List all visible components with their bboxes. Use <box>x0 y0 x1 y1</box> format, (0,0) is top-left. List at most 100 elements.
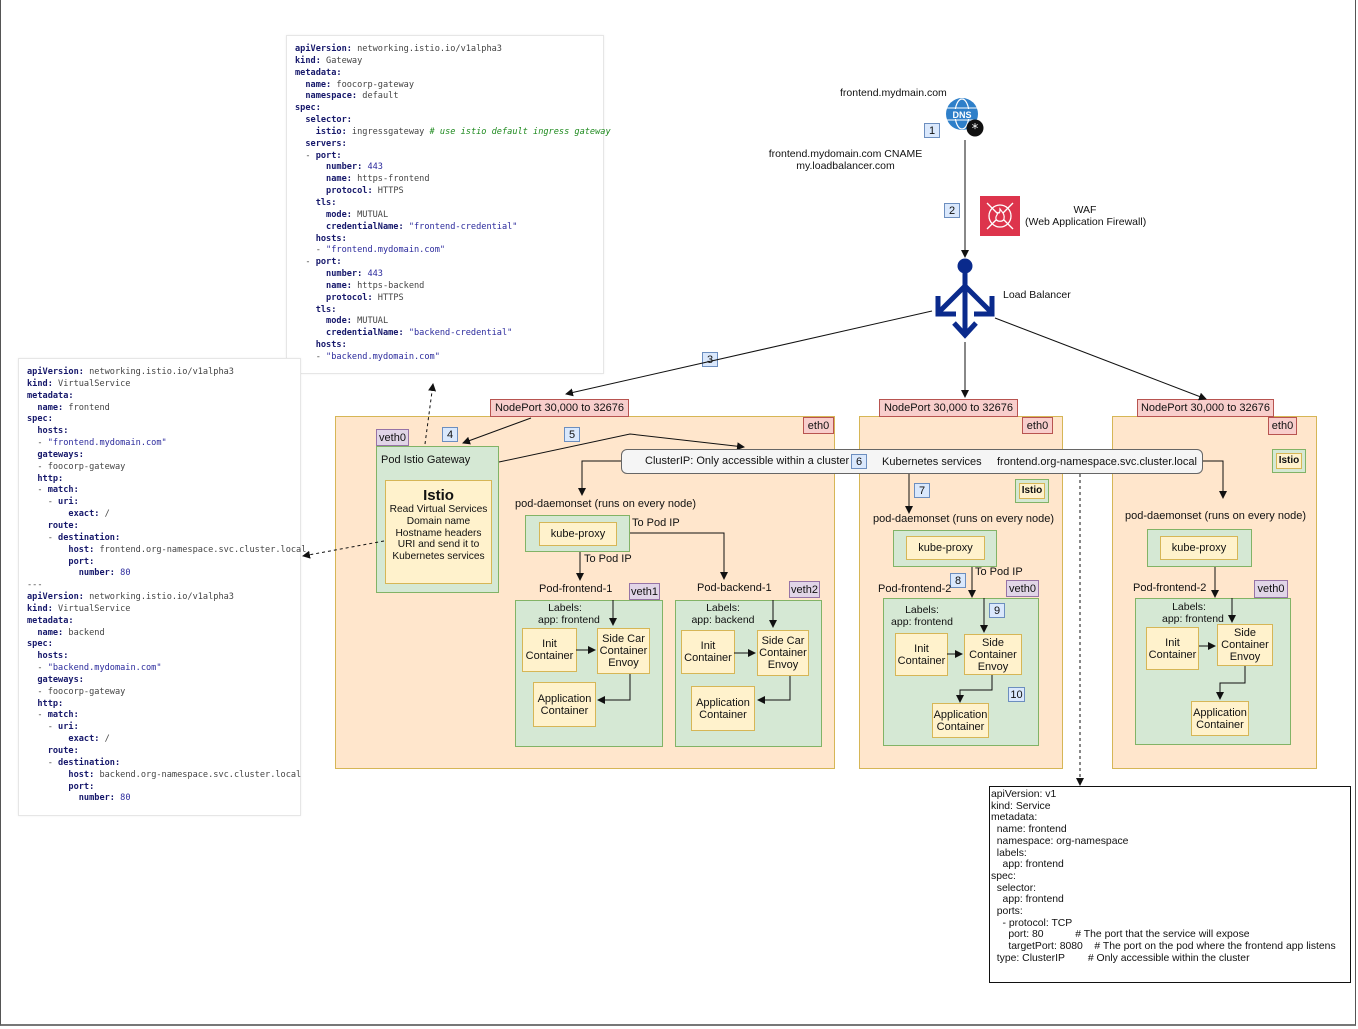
yaml-line: http: <box>37 473 64 484</box>
istio-badge-2-label: Istio <box>1019 483 1045 499</box>
yaml-line: name: foocorp-gateway <box>305 79 415 90</box>
yaml-line: - foocorp-gateway <box>27 686 126 697</box>
step-6-badge: 6 <box>851 454 867 469</box>
yaml-line: kind: VirtualService <box>27 378 131 389</box>
eth0-tag-2: eth0 <box>1022 417 1053 434</box>
yaml-line: - "frontend.mydomain.com" <box>27 438 167 449</box>
pod-frontend-2-node3: Labels: app: frontend Init Container Sid… <box>1135 598 1291 745</box>
load-balancer-icon <box>930 256 1000 346</box>
yaml-line: name: https-frontend <box>326 174 430 185</box>
daemonset-label-3: pod-daemonset (runs on every node) <box>1125 510 1306 522</box>
kube-proxy-3: kube-proxy <box>1160 536 1238 560</box>
yaml-line: kind: VirtualService <box>27 603 131 614</box>
pod-frontend-1-labels: Labels: app: frontend <box>538 602 600 626</box>
pod-frontend-2-labels-node2: Labels: app: frontend <box>891 604 953 628</box>
load-balancer-label: Load Balancer <box>1003 289 1071 301</box>
sidecar-envoy-4: Side Container Envoy <box>1217 624 1273 666</box>
yaml-line: gateways: <box>37 674 84 685</box>
yaml-line: apiVersion: networking.istio.io/v1alpha3 <box>27 367 234 377</box>
cname-line-1: frontend.mydomain.com CNAME <box>768 148 923 160</box>
daemonset-pod-2: kube-proxy <box>893 530 997 567</box>
istio-title: Istio <box>423 487 454 504</box>
yaml-line: port: <box>68 781 95 792</box>
yaml-line: number: 443 <box>326 162 383 173</box>
pod-frontend-1: Labels: app: frontend Init Container Sid… <box>515 600 663 747</box>
app-container-3: Application Container <box>932 703 989 738</box>
step-7-badge: 7 <box>914 483 930 498</box>
veth0-tag-node3: veth0 <box>1254 580 1288 598</box>
yaml-line: - uri: <box>27 722 79 733</box>
yaml-line: host: frontend.org-namespace.svc.cluster… <box>68 544 307 555</box>
yaml-line: servers: <box>305 138 347 149</box>
istio-description: Read Virtual Services Domain name Hostna… <box>389 504 488 563</box>
yaml-line: spec: <box>295 103 321 114</box>
pod-frontend-2-labels-node3: Labels: app: frontend <box>1162 601 1224 625</box>
eth0-tag-1: eth0 <box>803 417 834 434</box>
yaml-line: spec: <box>27 639 53 650</box>
kubernetes-services-label: Kubernetes services <box>882 456 982 468</box>
clusterip-label: ClusterIP: Only accessible within a clus… <box>645 455 850 467</box>
app-container-2: Application Container <box>691 686 755 731</box>
yaml-line: - port: <box>295 257 342 268</box>
yaml-line: apiVersion: networking.istio.io/v1alpha3 <box>295 44 502 54</box>
yaml-line: kind: Gateway <box>295 55 363 66</box>
pod-frontend-1-name: Pod-frontend-1 <box>539 583 613 595</box>
dns-icon: DNS * <box>944 97 984 137</box>
yaml-line: - match: <box>27 485 79 496</box>
yaml-line: - "backend.mydomain.com" <box>295 351 440 362</box>
yaml-line: metadata: <box>295 67 342 78</box>
yaml-line: apiVersion: networking.istio.io/v1alpha3 <box>27 592 234 603</box>
to-pod-ip-label-1a: To Pod IP <box>632 517 680 529</box>
step-5-badge: 5 <box>564 427 580 442</box>
step-3-badge: 3 <box>702 352 718 367</box>
yaml-line: hosts: <box>37 651 69 662</box>
nodeport-tag-2: NodePort 30,000 to 32676 <box>879 399 1018 417</box>
yaml-line: name: frontend <box>37 402 110 413</box>
yaml-line: exact: / <box>68 734 110 745</box>
cname-line-2: my.loadbalancer.com <box>796 160 895 172</box>
pod-backend-1-name: Pod-backend-1 <box>697 582 772 594</box>
pod-frontend-2-node2: 9 Labels: app: frontend Init Container S… <box>883 598 1039 746</box>
pod-frontend-2-name-node3: Pod-frontend-2 <box>1133 582 1207 594</box>
waf-label: WAF (Web Application Firewall) <box>1025 204 1147 228</box>
step-9-badge: 9 <box>989 603 1005 618</box>
yaml-line: hosts: <box>315 233 347 244</box>
waf-subtitle: (Web Application Firewall) <box>1025 216 1147 228</box>
yaml-line: - foocorp-gateway <box>27 461 126 472</box>
waf-icon <box>980 196 1020 236</box>
yaml-line: istio: ingressgateway # use istio defaul… <box>315 126 611 137</box>
init-container-2: Init Container <box>681 630 735 674</box>
service-fqdn-label: frontend.org-namespace.svc.cluster.local <box>997 456 1197 468</box>
yaml-line: exact: / <box>68 509 110 520</box>
eth0-tag-3: eth0 <box>1268 417 1297 435</box>
step-10-badge: 10 <box>1008 687 1025 702</box>
init-container-1: Init Container <box>522 628 577 672</box>
step-8-badge: 8 <box>950 573 966 588</box>
yaml-line: namespace: default <box>305 91 399 102</box>
pod-istio-gateway: Pod Istio Gateway Istio Read Virtual Ser… <box>376 446 499 593</box>
yaml-line: - "frontend.mydomain.com" <box>295 245 446 256</box>
yaml-line: number: 443 <box>326 269 383 280</box>
yaml-line: gateways: <box>37 449 84 460</box>
init-container-4: Init Container <box>1146 627 1199 670</box>
yaml-line: selector: <box>305 115 352 126</box>
yaml-line: port: <box>68 556 95 567</box>
pod-backend-1: Labels: app: backend Init Container Side… <box>675 600 822 747</box>
daemonset-pod-1: kube-proxy <box>525 515 630 552</box>
kube-proxy-1: kube-proxy <box>539 522 617 546</box>
to-pod-ip-label-1b: To Pod IP <box>584 553 632 565</box>
veth0-tag-node2: veth0 <box>1006 580 1039 597</box>
dns-domain-label: frontend.mydmain.com <box>840 87 947 99</box>
yaml-line: - match: <box>27 710 79 721</box>
service-yaml-card: apiVersion: v1 kind: Service metadata: n… <box>989 786 1351 983</box>
yaml-line: protocol: HTTPS <box>326 292 404 303</box>
yaml-line: - "backend.mydomain.com" <box>27 663 162 674</box>
yaml-line: - destination: <box>27 757 121 768</box>
nodeport-tag-1: NodePort 30,000 to 32676 <box>490 399 629 417</box>
yaml-line: protocol: HTTPS <box>326 186 404 197</box>
sidecar-envoy-1: Side Car Container Envoy <box>597 628 650 674</box>
daemonset-label-1: pod-daemonset (runs on every node) <box>515 498 696 510</box>
yaml-line: number: 80 <box>78 568 131 579</box>
yaml-line: host: backend.org-namespace.svc.cluster.… <box>68 769 302 780</box>
kube-proxy-2: kube-proxy <box>906 536 985 560</box>
